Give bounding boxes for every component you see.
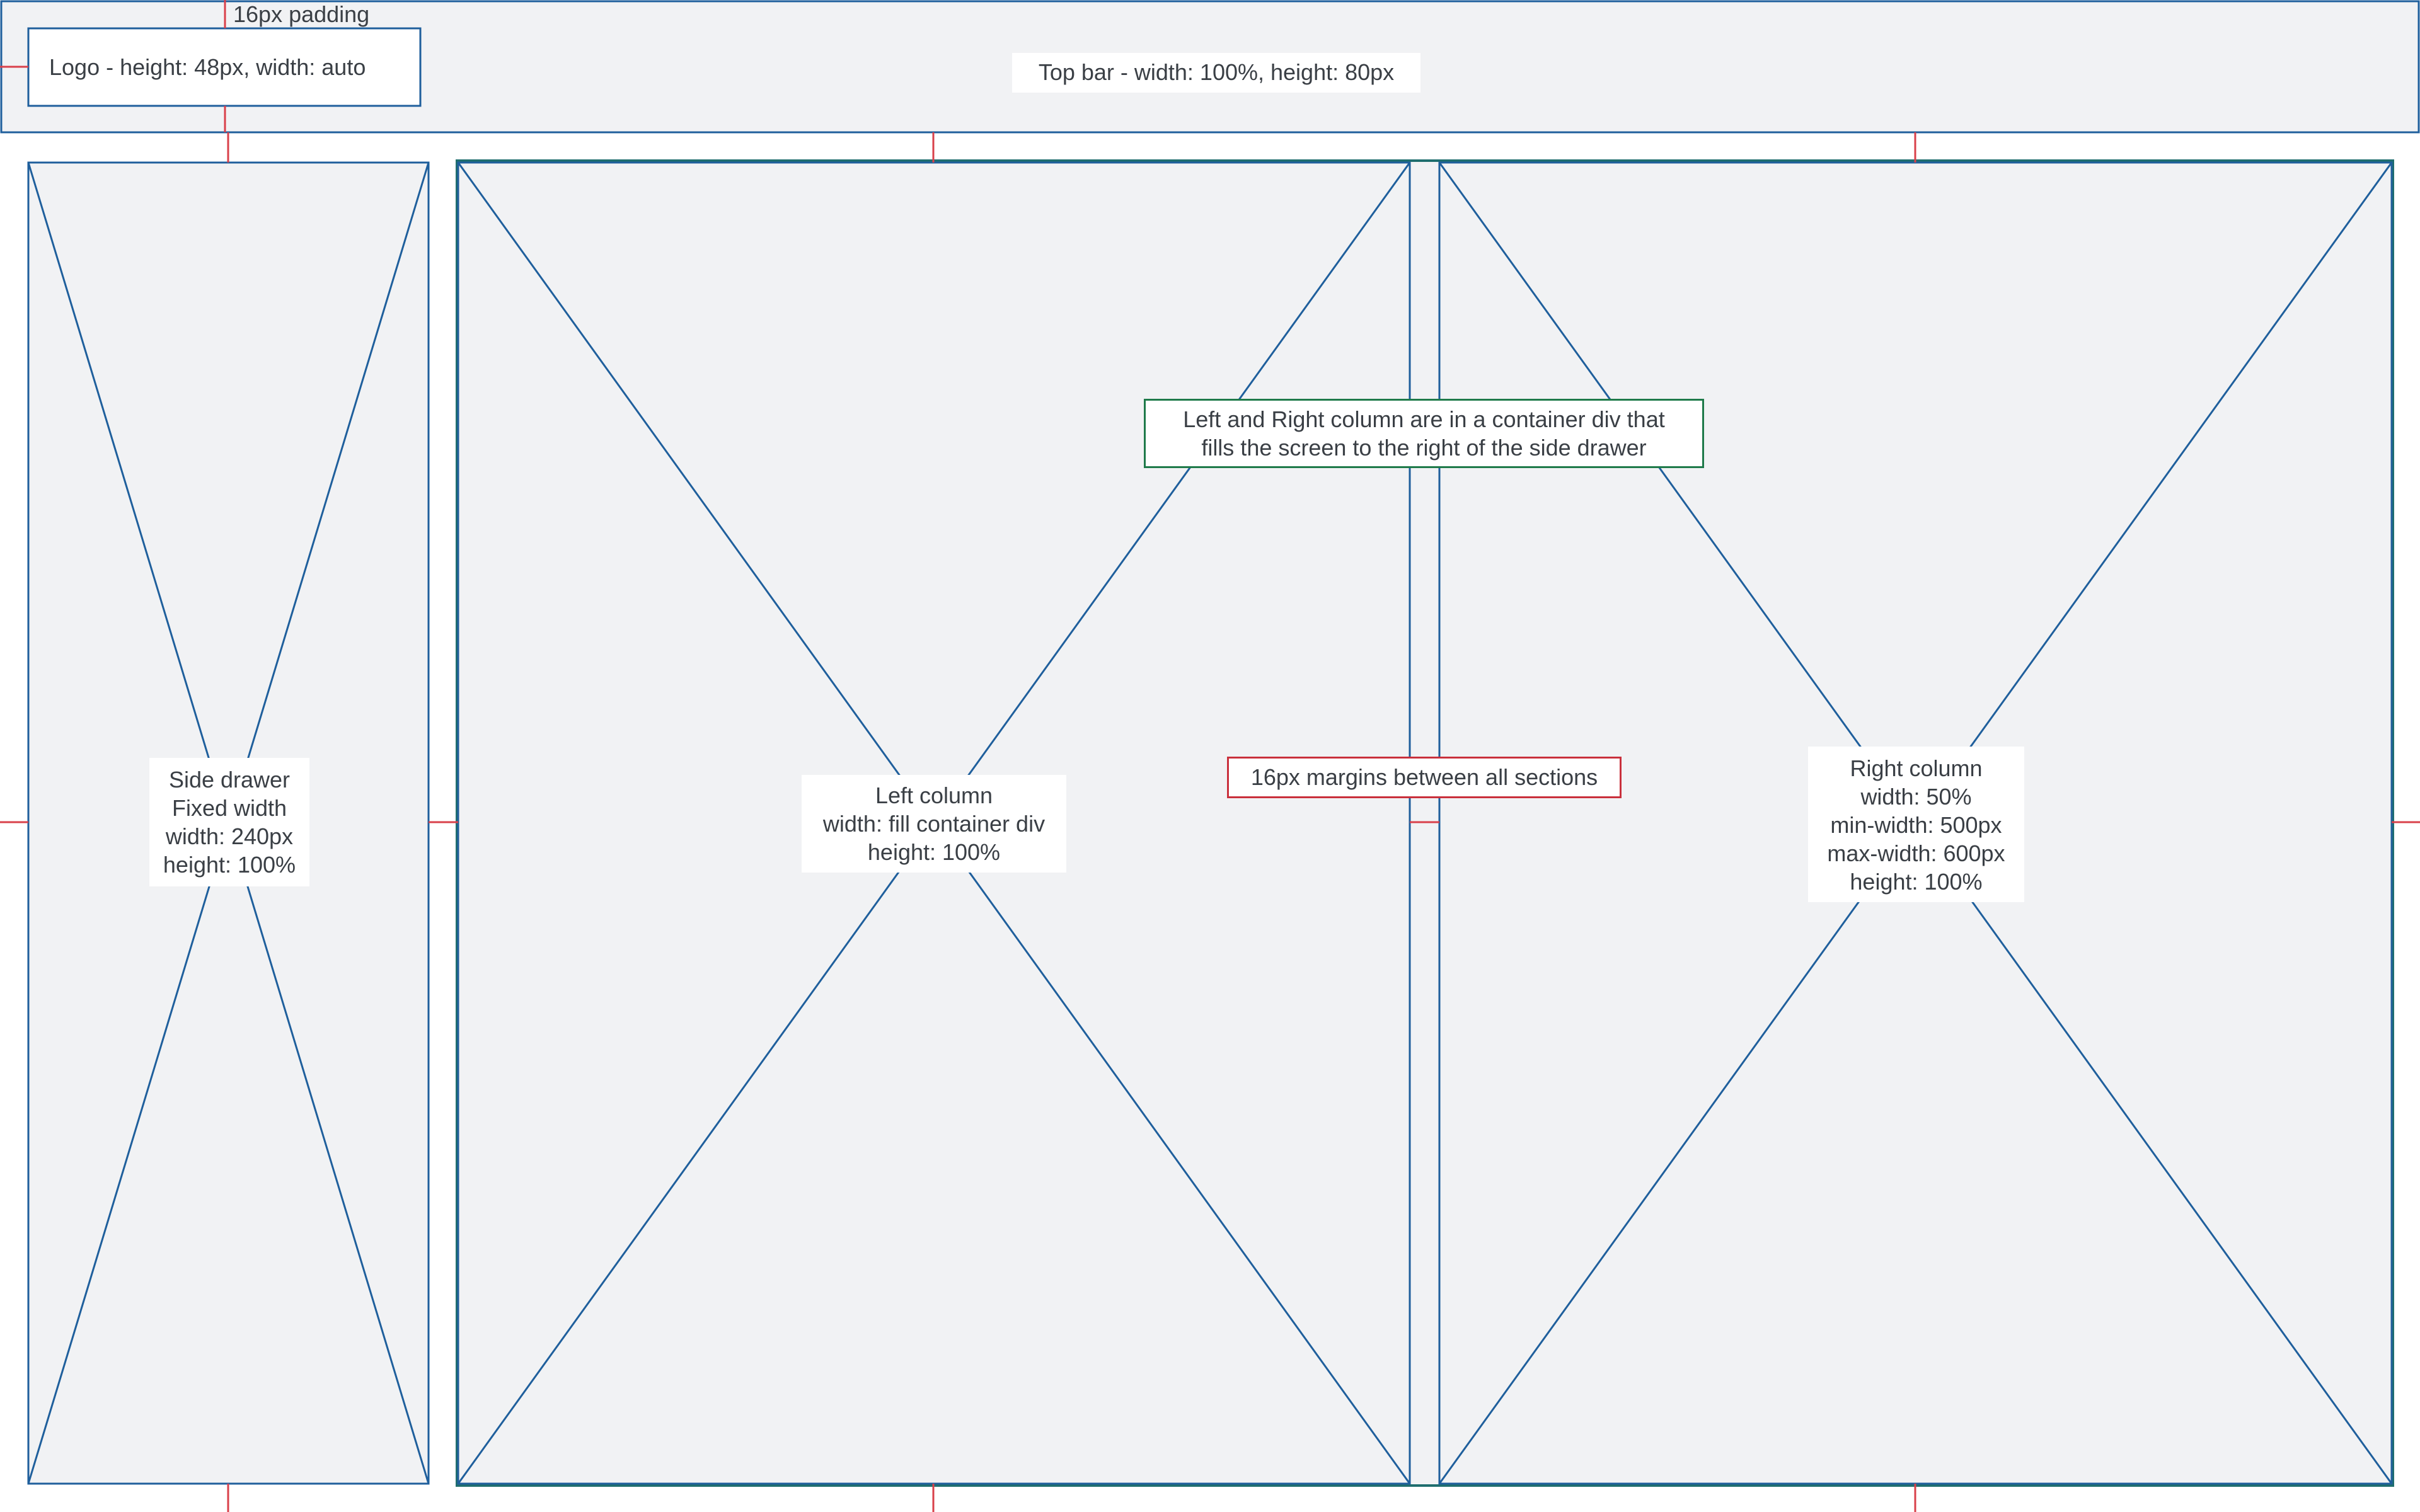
padding-note: 16px padding: [233, 1, 370, 27]
right-column-label: Right column width: 50% min-width: 500px…: [1808, 747, 2024, 902]
logo-label: Logo - height: 48px, width: auto: [49, 54, 366, 80]
logo-frame: [27, 27, 422, 107]
top-bar-label: Top bar - width: 100%, height: 80px: [1012, 53, 1420, 93]
left-column-label: Left column width: fill container div he…: [802, 775, 1066, 873]
side-drawer-label: Side drawer Fixed width width: 240px hei…: [149, 758, 309, 886]
container-note: Left and Right column are in a container…: [1144, 399, 1704, 468]
margin-note: 16px margins between all sections: [1227, 757, 1622, 798]
